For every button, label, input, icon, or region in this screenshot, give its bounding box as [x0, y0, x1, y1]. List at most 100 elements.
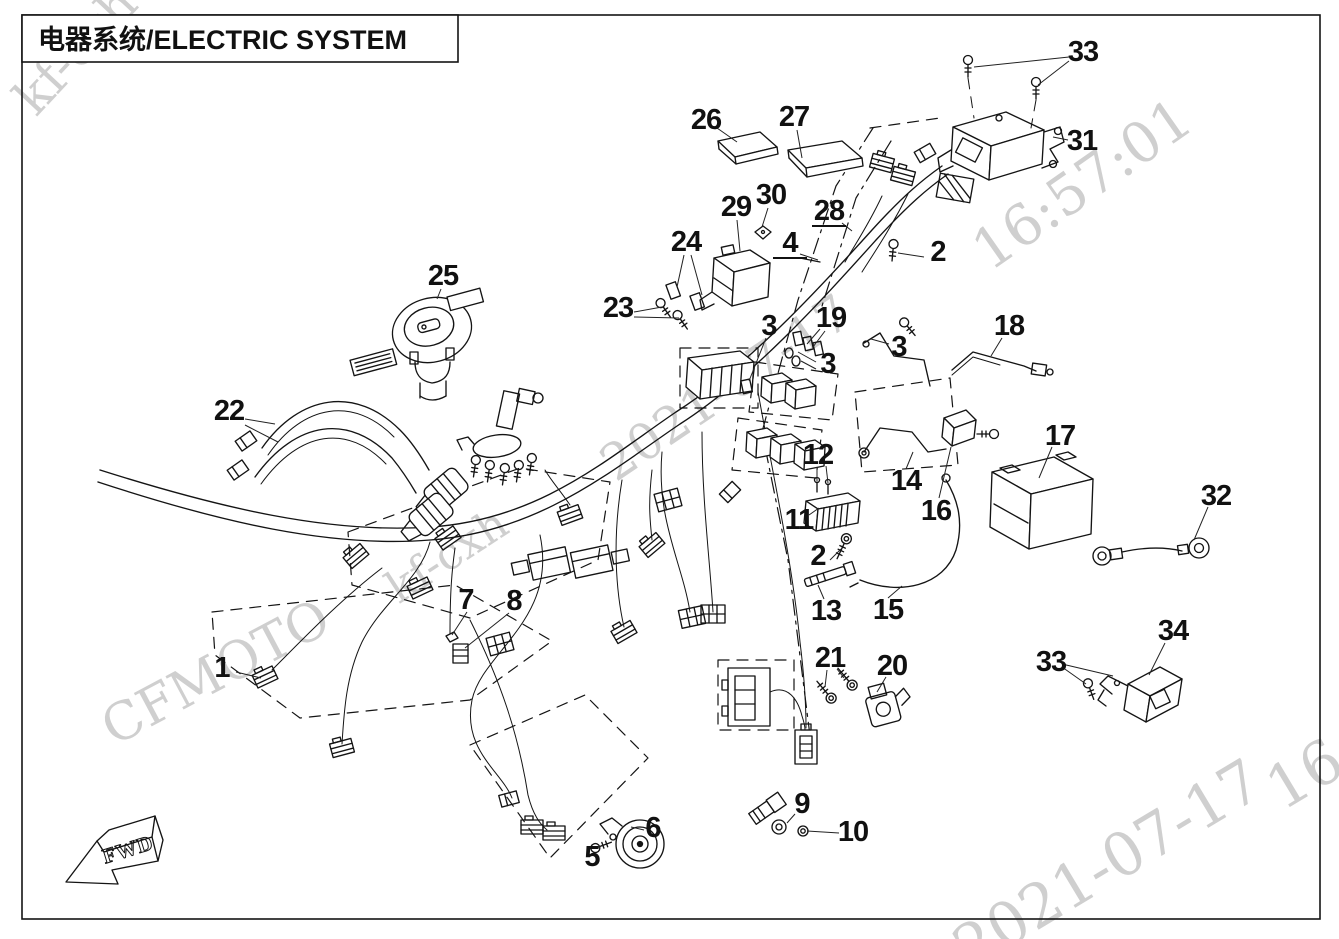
leader-line: [436, 288, 442, 300]
part-callout-2: 2: [930, 236, 945, 268]
leader-line: [1193, 506, 1209, 541]
part-callout-14: 14: [891, 465, 922, 497]
leader-line: [690, 254, 703, 296]
leader-line: [451, 611, 468, 636]
title-block: [21, 14, 459, 63]
leader-line: [1052, 136, 1069, 141]
part-callout-3: 3: [820, 348, 836, 380]
ecu-screws: [962, 54, 1042, 129]
part-callout-7: 7: [458, 584, 473, 616]
part-callout-5: 5: [584, 841, 600, 873]
part-callout-3: 3: [891, 331, 907, 363]
part-callout-12: 12: [803, 439, 833, 471]
part-callout-33: 33: [1036, 646, 1067, 678]
part-callout-21: 21: [815, 642, 846, 674]
leader-line: [464, 612, 510, 649]
leader-line: [1061, 663, 1114, 677]
leader-line: [797, 351, 817, 363]
leader-line: [1148, 642, 1166, 676]
sensor-9: [748, 791, 809, 837]
part-callout-28: 28: [814, 195, 845, 227]
part-callout-29: 29: [721, 191, 752, 223]
leader-line: [630, 826, 645, 831]
ecu-module: [937, 111, 1065, 181]
leader-line: [244, 424, 279, 443]
cover-plates: [717, 131, 864, 178]
leader-line: [824, 669, 828, 688]
fuse-box: [685, 350, 755, 400]
leader-line: [1037, 60, 1070, 86]
leader-line: [633, 316, 680, 319]
leader-line: [1061, 666, 1087, 685]
bolt-13: [803, 560, 857, 587]
horn: [588, 817, 665, 869]
leader-line: [633, 306, 663, 313]
part-callout-18: 18: [994, 310, 1025, 342]
fuses-24: [665, 281, 706, 311]
part-callout-15: 15: [873, 594, 904, 626]
part-callout-24: 24: [671, 226, 702, 258]
part-callout-6: 6: [645, 812, 661, 844]
part-callout-10: 10: [838, 816, 868, 848]
part-callout-22: 22: [214, 395, 244, 427]
part-callout-32: 32: [1201, 480, 1231, 512]
leader-line: [596, 844, 604, 849]
leader-line: [812, 330, 826, 348]
leader-line: [973, 56, 1070, 68]
leader-line: [800, 360, 817, 370]
leader-line: [808, 507, 820, 516]
leader-line: [716, 127, 738, 143]
part-callout-33: 33: [1068, 36, 1099, 68]
part-callout-26: 26: [691, 104, 722, 136]
battery-bracket-14: [858, 427, 947, 459]
part-callout-3: 3: [761, 310, 777, 342]
sensor-assembly: [456, 387, 544, 487]
leader-line: [870, 338, 890, 345]
ignition-switch: [349, 287, 485, 401]
watermark: 2021-07-17: [941, 746, 1274, 939]
part-callout-4: 4: [782, 227, 798, 259]
screws-23: [653, 296, 692, 333]
wiring-harness: [97, 165, 949, 831]
battery-terminal-clamp: [941, 409, 1000, 447]
part-callout-11: 11: [785, 504, 815, 536]
leader-line: [817, 584, 825, 600]
ground-cable-32: [1092, 537, 1210, 566]
leader-line: [829, 548, 842, 561]
battery: [989, 451, 1094, 550]
part-callout-31: 31: [1067, 125, 1098, 157]
part-callout-25: 25: [428, 260, 459, 292]
relay-bank: [745, 372, 826, 471]
flasher-relay: [699, 244, 771, 311]
cdi-unit: [721, 667, 818, 765]
page-border: [21, 14, 1321, 920]
clip-30: [754, 225, 772, 240]
cable-15: [849, 473, 961, 589]
leader-line: [1038, 446, 1053, 479]
relay-8: [445, 631, 469, 664]
leader-line: [990, 337, 1003, 357]
part-callout-20: 20: [877, 650, 907, 682]
page-title: 电器系统/ELECTRIC SYSTEM: [38, 24, 407, 55]
bolt-2-lower: [831, 531, 854, 562]
leader-line: [761, 207, 769, 228]
sensor-20: [812, 664, 911, 728]
battery-rod-18: [951, 351, 1054, 377]
leader-line: [897, 252, 925, 258]
part-callout-1: 1: [214, 652, 230, 684]
leader-line: [825, 465, 829, 484]
leader-line: [736, 219, 741, 252]
part-callout-34: 34: [1158, 615, 1189, 647]
part-callout-30: 30: [756, 179, 786, 211]
part-callout-16: 16: [921, 495, 952, 527]
switch-34: [1081, 666, 1183, 723]
oxygen-sensor-cables: [226, 400, 469, 542]
leader-line: [235, 671, 262, 679]
part-callout-2: 2: [810, 540, 825, 572]
part-callout-17: 17: [1045, 420, 1075, 452]
leader-line: [748, 337, 767, 382]
leader-line: [796, 129, 803, 159]
leader-line: [836, 668, 845, 679]
